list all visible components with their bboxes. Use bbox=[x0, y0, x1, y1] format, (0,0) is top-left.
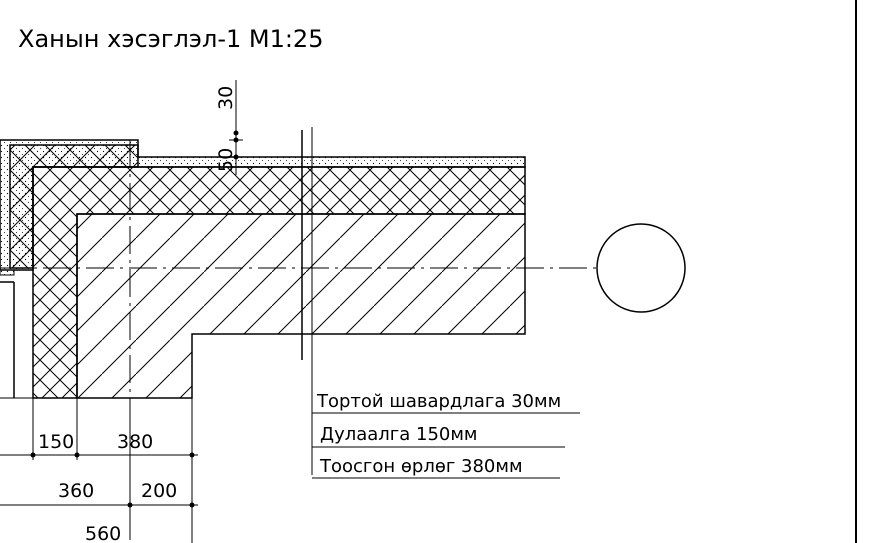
axis-marker-circle bbox=[596, 223, 686, 313]
dimension-ticks bbox=[30, 452, 195, 508]
legend-lines bbox=[312, 412, 580, 479]
dimension-label-200: 200 bbox=[141, 480, 177, 502]
dimension-label-380: 380 bbox=[117, 431, 153, 453]
legend-item-plaster: Тортой шавардлага 30мм bbox=[316, 391, 561, 412]
vertical-dimension bbox=[229, 80, 243, 175]
drawing-title: Ханын хэсэглэл-1 М1:25 bbox=[18, 25, 323, 53]
legend-item-insulation: Дулаалга 150мм bbox=[320, 424, 478, 445]
dimension-label-360: 360 bbox=[58, 480, 94, 502]
dimension-label-50: 50 bbox=[215, 148, 237, 172]
legend-item-brick: Тоосгон өрлөг 380мм bbox=[319, 456, 523, 477]
dimension-label-150: 150 bbox=[38, 431, 74, 453]
brick-layer bbox=[76, 213, 526, 399]
horizontal-dimensions bbox=[0, 397, 198, 543]
dimension-label-30: 30 bbox=[215, 86, 237, 110]
dimension-label-560: 560 bbox=[85, 523, 121, 543]
